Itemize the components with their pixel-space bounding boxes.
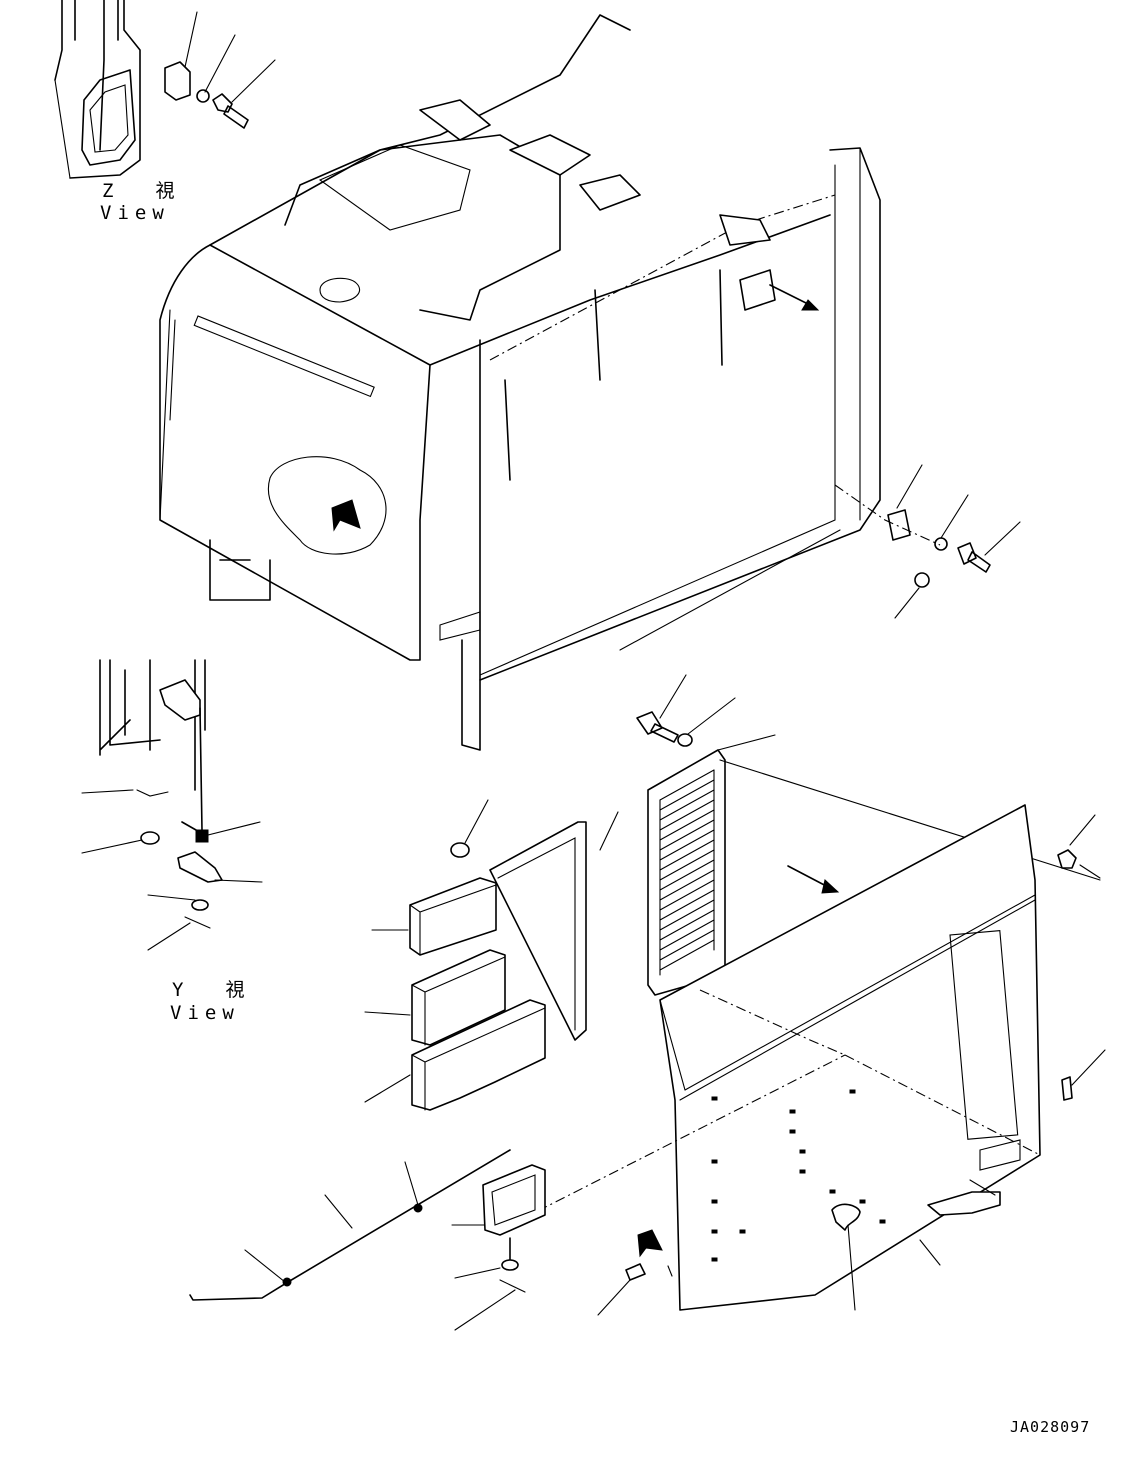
door-nut — [1057, 849, 1077, 869]
grommet — [450, 842, 470, 858]
drawing-code: JA028097 — [1010, 1418, 1091, 1436]
grille-washer — [677, 733, 693, 747]
y-spring — [195, 829, 209, 843]
cab-cutout-outline — [267, 456, 387, 555]
pad-middle — [411, 949, 506, 1046]
z-hinge-bracket — [164, 61, 191, 101]
insulation-pads — [364, 799, 619, 1111]
grille-bolt — [636, 711, 679, 743]
side-door-panel — [519, 804, 1106, 1316]
cab-arrow-marker — [331, 499, 361, 532]
z-washer — [196, 89, 210, 103]
cab-assembly — [159, 14, 1021, 751]
grille-slats — [659, 769, 715, 976]
lock-cable-assembly — [189, 1149, 546, 1331]
z-view-letter: Z — [102, 180, 120, 202]
door-bolt-lower — [625, 1263, 646, 1281]
y-washer-upper — [140, 831, 160, 845]
pad-lower — [411, 999, 546, 1111]
door-clip — [1061, 1076, 1073, 1101]
lock-plate — [482, 1164, 546, 1236]
y-hinge-bracket — [159, 679, 201, 721]
connection-lines — [699, 989, 846, 1056]
pad-upper — [409, 877, 497, 956]
z-view-detail — [54, 0, 276, 179]
y-view-caption: View — [170, 1002, 240, 1024]
y-latch-lever — [177, 851, 223, 883]
latch-bolt — [957, 542, 991, 573]
lock-washer — [501, 1259, 519, 1271]
y-view-letter: Y — [172, 979, 190, 1001]
z-view-caption: View — [100, 202, 170, 224]
y-view-detail — [81, 659, 263, 951]
door-latch-knob — [831, 1203, 861, 1231]
latch-plug — [914, 572, 930, 588]
door-handle — [927, 1191, 1001, 1216]
latch-washer — [934, 537, 948, 551]
z-bolt — [212, 93, 249, 129]
door-arrow-marker — [637, 1229, 663, 1258]
latch-plate — [887, 509, 911, 541]
z-view-kanji: 視 — [155, 180, 181, 202]
y-washer-lower — [191, 899, 209, 911]
release-cable — [189, 1149, 511, 1301]
triangular-panel — [489, 821, 587, 1041]
door-holes — [711, 1089, 886, 1262]
y-view-kanji: 視 — [225, 979, 251, 1001]
